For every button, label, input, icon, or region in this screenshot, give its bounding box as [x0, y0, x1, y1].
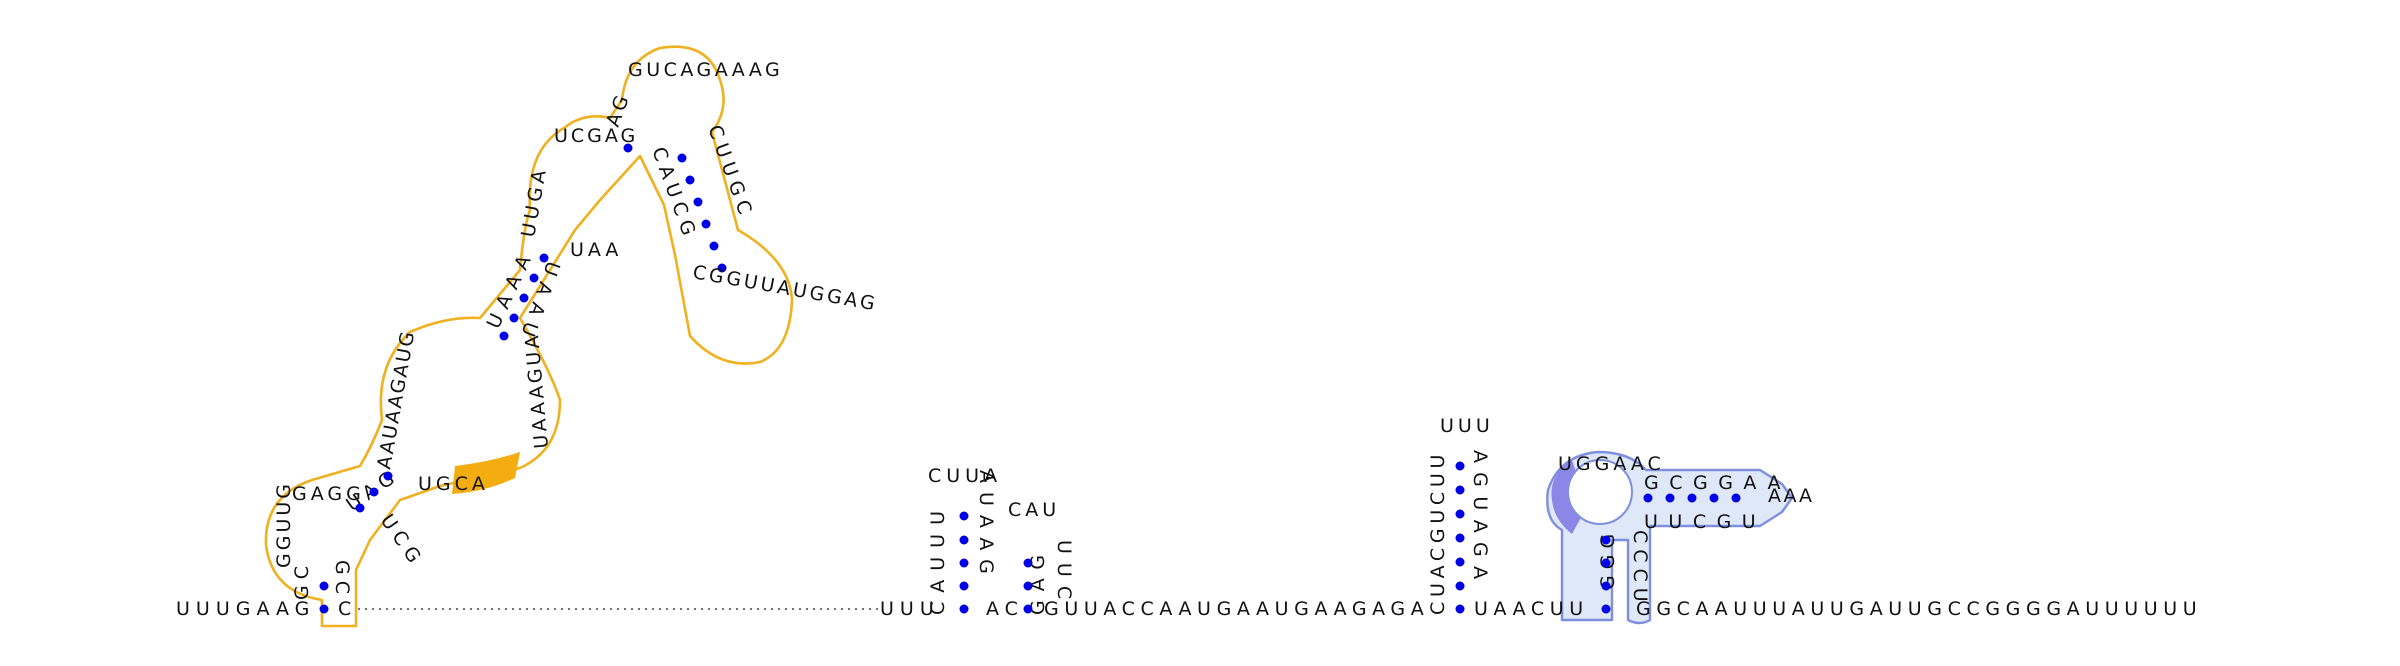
hp4-arm-tip: AAA — [1768, 485, 1814, 507]
hp3-right-stem: AGUAGA — [1469, 450, 1491, 589]
hp2-loop: CAU — [1008, 499, 1060, 521]
hp3-base-pairs — [1455, 461, 1465, 614]
hp1-base-pairs — [959, 511, 969, 614]
d1-stem2-pairs — [355, 471, 393, 513]
hp2-right-stem: UUC — [1053, 540, 1075, 608]
d1-loop2-left: UUGA — [517, 165, 551, 239]
d1-stem3-pairs — [499, 253, 549, 341]
hp4-loop: UGGAAC — [1558, 453, 1665, 475]
hp3-loop: UUU — [1440, 415, 1494, 437]
main-backbone-strand: UUUGAAG C UUU CAUUU CUUA AUAAG AC GAG CA… — [176, 415, 2202, 620]
hp3-left-stem: CUACGUCUU — [1427, 450, 1449, 615]
d1-stem1-pairs — [319, 581, 329, 614]
d1-loop2-right: UAA — [570, 239, 622, 261]
hp4-arm-bottom: UUCGU — [1644, 511, 1766, 533]
hp1-left-stem: CAUUU — [927, 502, 949, 615]
d1-stem4-left: AG — [602, 89, 635, 130]
d1-loop3: GUCAGAAAG — [628, 59, 783, 81]
d1-stem5-right: CUUGC — [703, 122, 758, 223]
d1-stem2-right: UCG — [376, 510, 428, 572]
spacer-uuu: UUU — [880, 598, 940, 620]
hp4-left-stem: GGG — [1597, 528, 1619, 590]
d1-stem1-left: GC — [291, 560, 313, 600]
d1-stem1-right: GC — [331, 560, 353, 600]
d1-loop2-top: UCGAG — [554, 125, 638, 147]
hp1-loop: CUUA — [928, 465, 1002, 487]
domain1-exit: C — [338, 598, 351, 620]
d1-stem5-pairs — [623, 143, 727, 273]
linker-ac: AC — [986, 598, 1024, 620]
d1-loop1-left: GGUUG — [273, 481, 295, 568]
hp1-right-stem: AUAAG — [975, 470, 997, 583]
d1-loop4: CGGUUAUGGAG — [691, 261, 879, 315]
hairpin-3: CUACGUCUU UUU AGUAGA — [1427, 415, 1494, 615]
linker-long: GUUACCAAUGAAUGAAGAGA — [1044, 598, 1429, 620]
linker-uaacuu: UAACUU — [1474, 598, 1589, 620]
hp4-base-pairs — [1601, 493, 1741, 614]
hairpin-2: GAG CAU UUC — [1008, 499, 1075, 615]
domain4-highlight — [1546, 450, 1794, 625]
hairpin-4: GGG UGGAAC GCGGAA AAA UUCGU CCCU — [1558, 453, 1814, 614]
domain1-structure: GC GC GGUUG GAGG UAG UCG UGCA AAUAAGAUG … — [273, 59, 879, 614]
d1-loop1-top: GAGG — [292, 483, 365, 505]
hp4-right-stem: CCCU — [1629, 530, 1651, 608]
d1-stem5-left: CAUCG — [647, 144, 701, 244]
leader-sequence: UUUGAAG — [176, 598, 315, 620]
trailer-sequence: GGCAAUUUAUUGAUUGCCGGGGAUUUUUU — [1636, 598, 2202, 620]
d1-junction-right: UAAAGUA — [521, 332, 553, 450]
domain1-highlight — [264, 45, 794, 628]
hp4-arm-top: GCGGAA — [1644, 472, 1791, 494]
hairpin-1: CAUUU CUUA AUAAG — [927, 465, 1002, 615]
hp2-left-stem: GAG — [1027, 546, 1049, 615]
hp2-base-pairs — [1023, 558, 1033, 614]
d1-junction-bottom: UGCA — [418, 473, 489, 495]
